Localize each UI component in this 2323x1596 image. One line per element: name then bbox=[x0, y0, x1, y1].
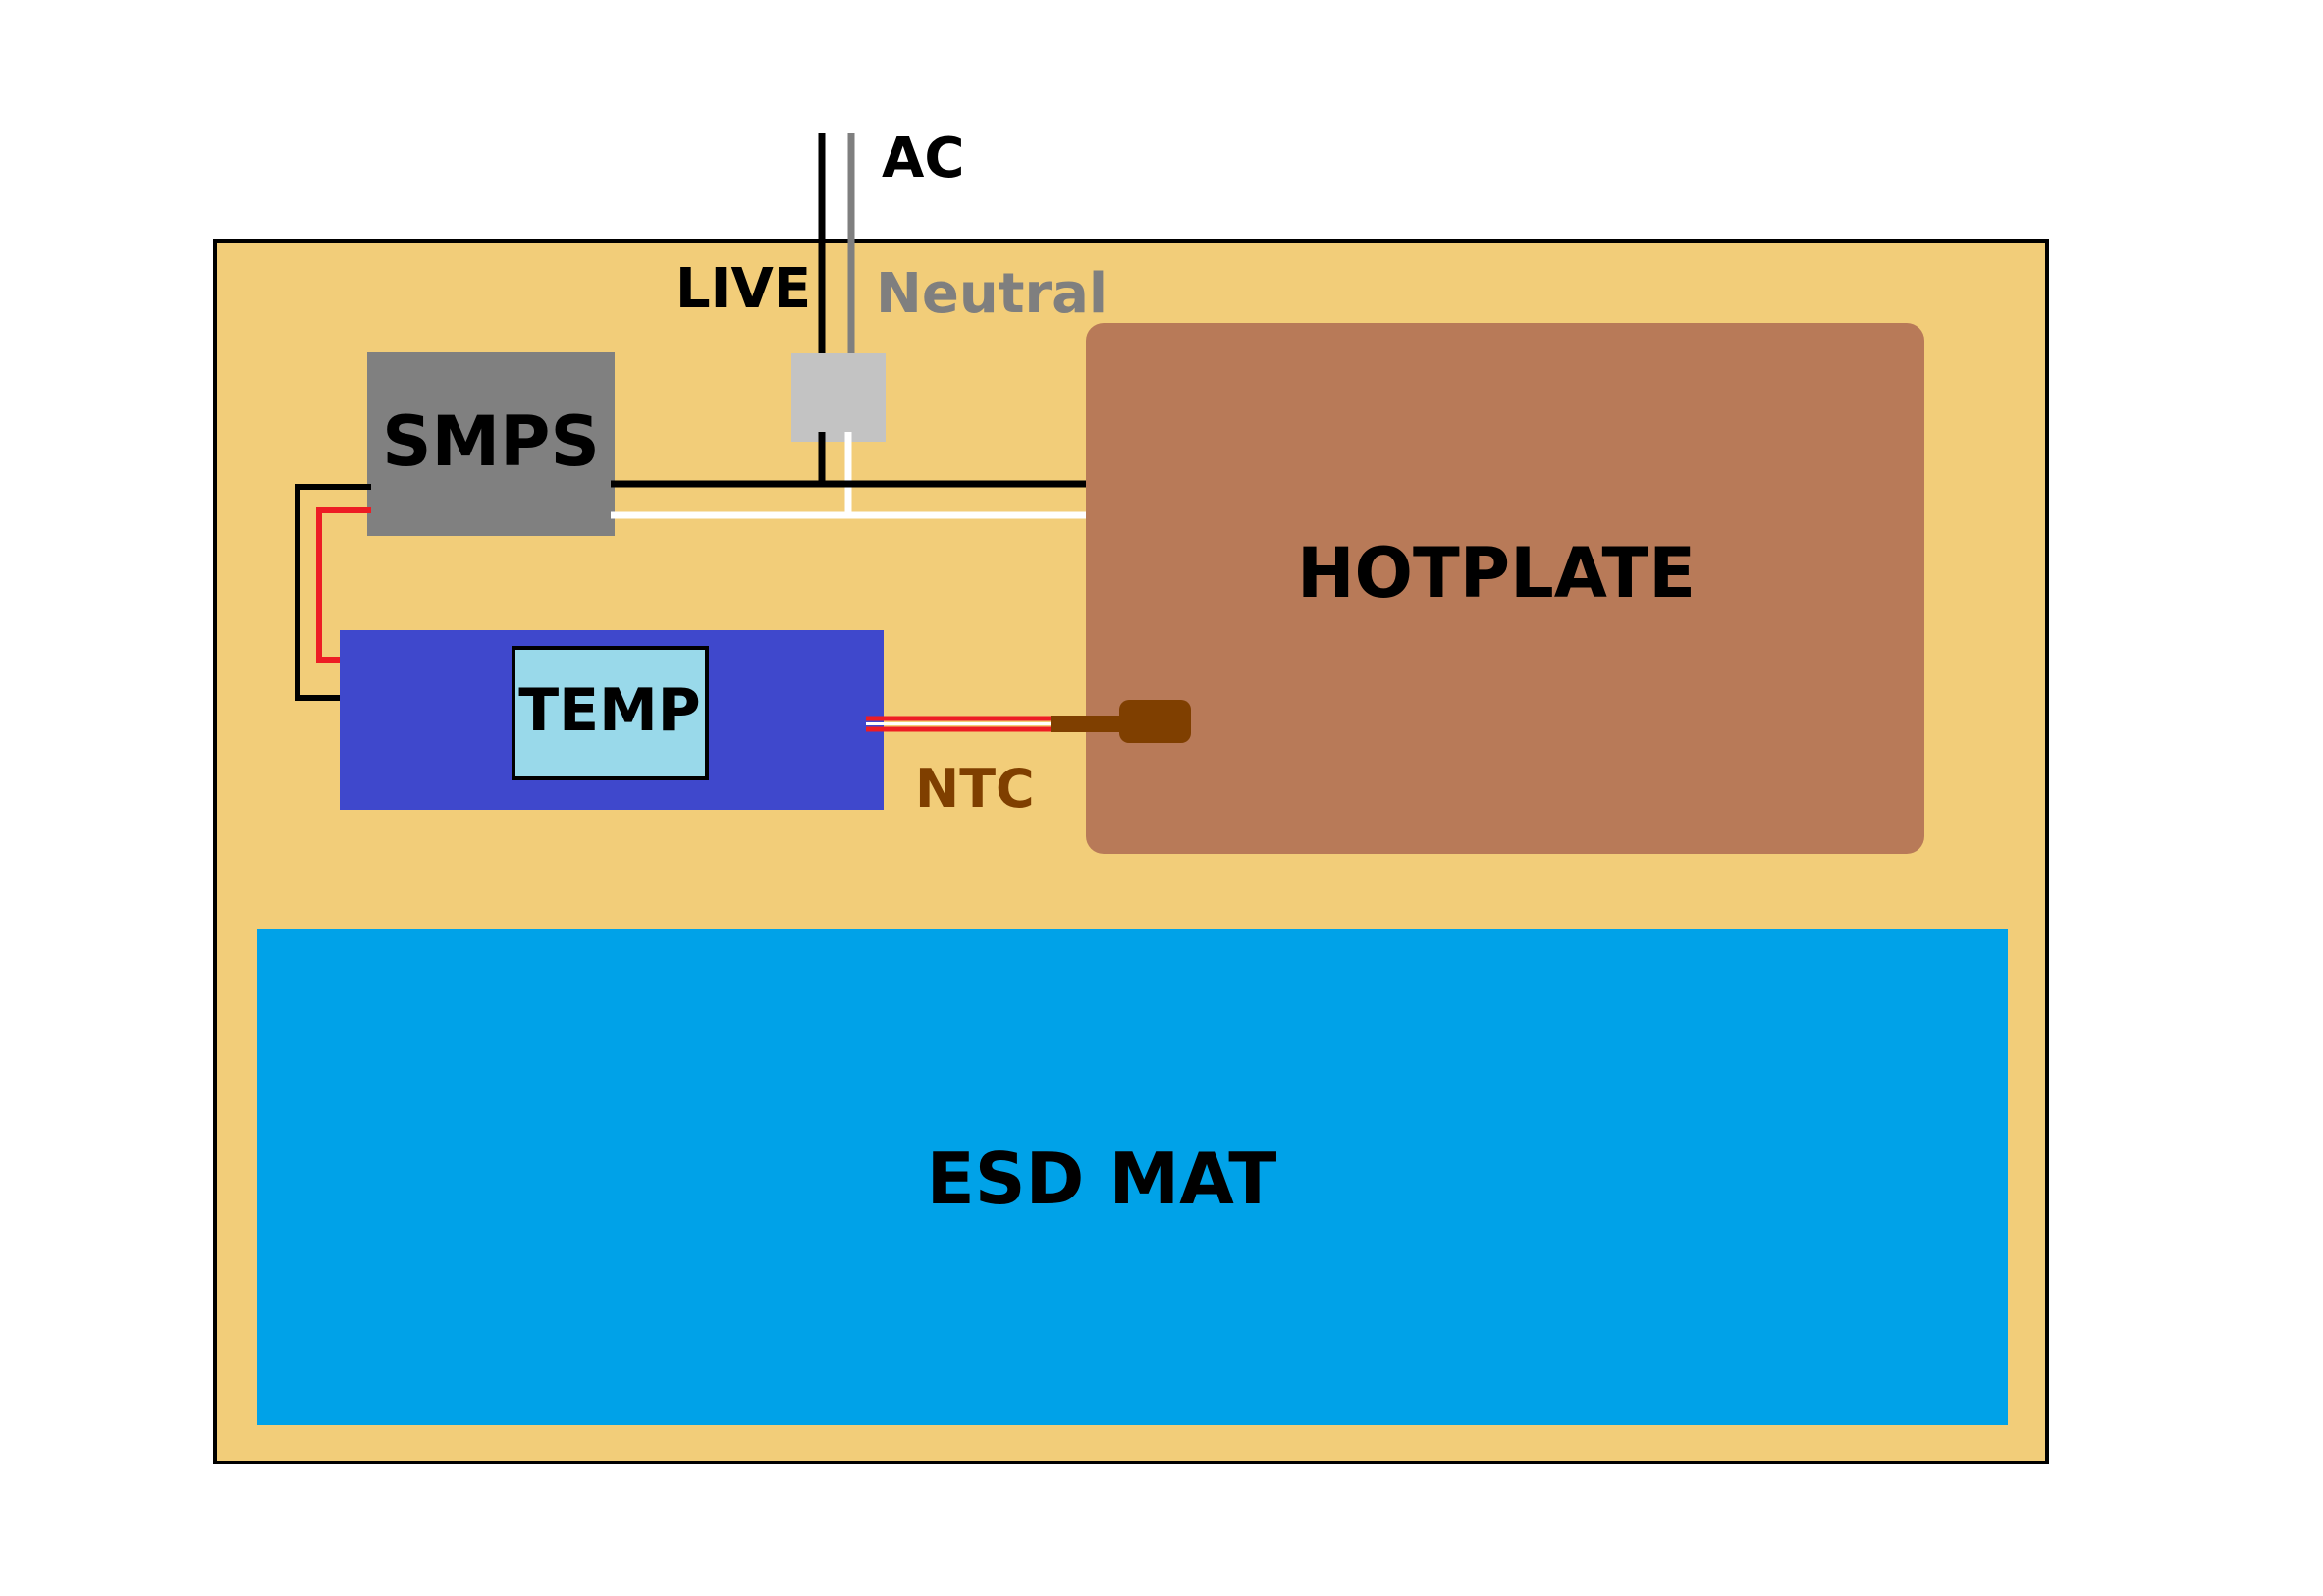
dc-positive-wire bbox=[316, 507, 371, 663]
smps-block bbox=[367, 352, 615, 536]
temp-display bbox=[512, 646, 709, 780]
smps-label: SMPS bbox=[382, 401, 600, 482]
ntc-probe-lead bbox=[1051, 716, 1124, 732]
hotplate-block bbox=[1086, 323, 1924, 854]
esd-mat bbox=[257, 929, 2008, 1425]
temp-label: TEMP bbox=[518, 676, 701, 745]
ntc-label: NTC bbox=[915, 758, 1035, 820]
dc-negative-wire bbox=[295, 484, 371, 701]
neutral-label: Neutral bbox=[876, 262, 1107, 326]
terminal-connector bbox=[791, 353, 886, 442]
esd-mat-label: ESD MAT bbox=[927, 1138, 1277, 1220]
ntc-probe bbox=[1119, 700, 1191, 743]
hotplate-label: HOTPLATE bbox=[1297, 533, 1696, 613]
ac-label: AC bbox=[882, 127, 964, 190]
live-label: LIVE bbox=[675, 257, 811, 321]
